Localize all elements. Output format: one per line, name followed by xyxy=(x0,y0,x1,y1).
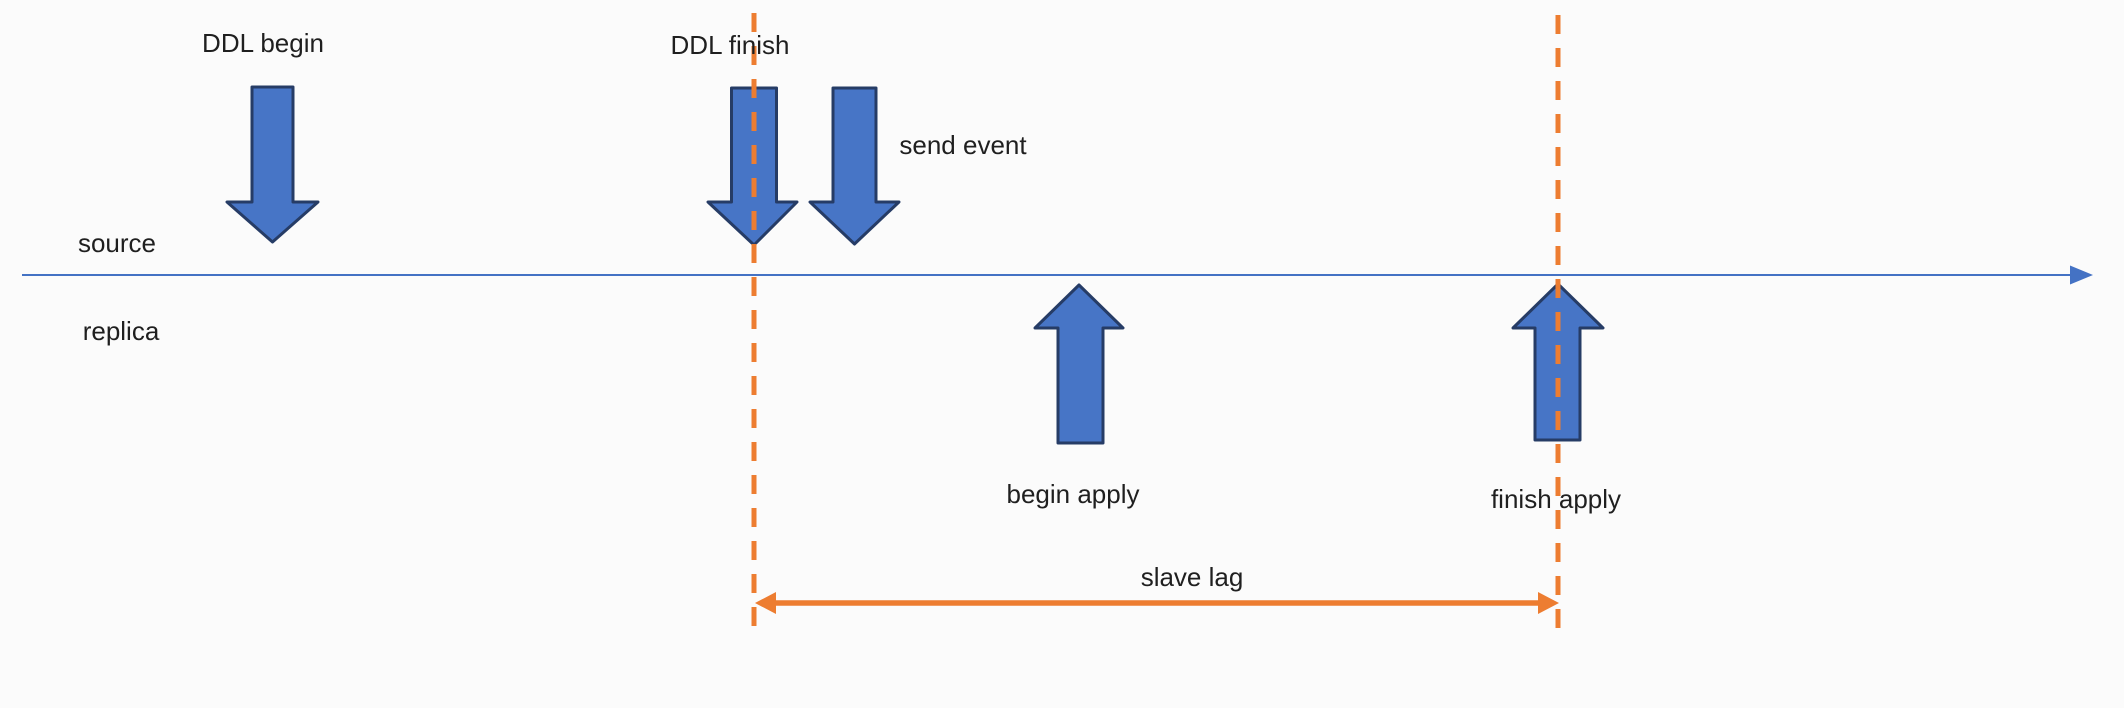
begin-apply-label: begin apply xyxy=(1006,479,1140,509)
source-lane-label: source xyxy=(77,228,157,258)
send-event-label: send event xyxy=(899,130,1027,160)
ddl-begin-label: DDL begin xyxy=(202,28,324,58)
finish-apply-label: finish apply xyxy=(1490,484,1622,514)
ddl-begin-arrow-icon xyxy=(225,85,320,244)
slave-lag-left-arrowhead-icon xyxy=(755,592,776,614)
replica-lane-label: replica xyxy=(82,316,160,346)
slave-lag-right-arrowhead-icon xyxy=(1538,592,1559,614)
timeline-arrowhead-icon xyxy=(2070,265,2093,285)
ddl-finish-label: DDL finish xyxy=(670,30,790,60)
slave-lag-label: slave lag xyxy=(1140,562,1244,592)
send-event-arrow-icon xyxy=(808,86,901,246)
ddl-finish-arrow-icon xyxy=(706,86,799,247)
begin-apply-arrow-icon xyxy=(1033,283,1125,445)
